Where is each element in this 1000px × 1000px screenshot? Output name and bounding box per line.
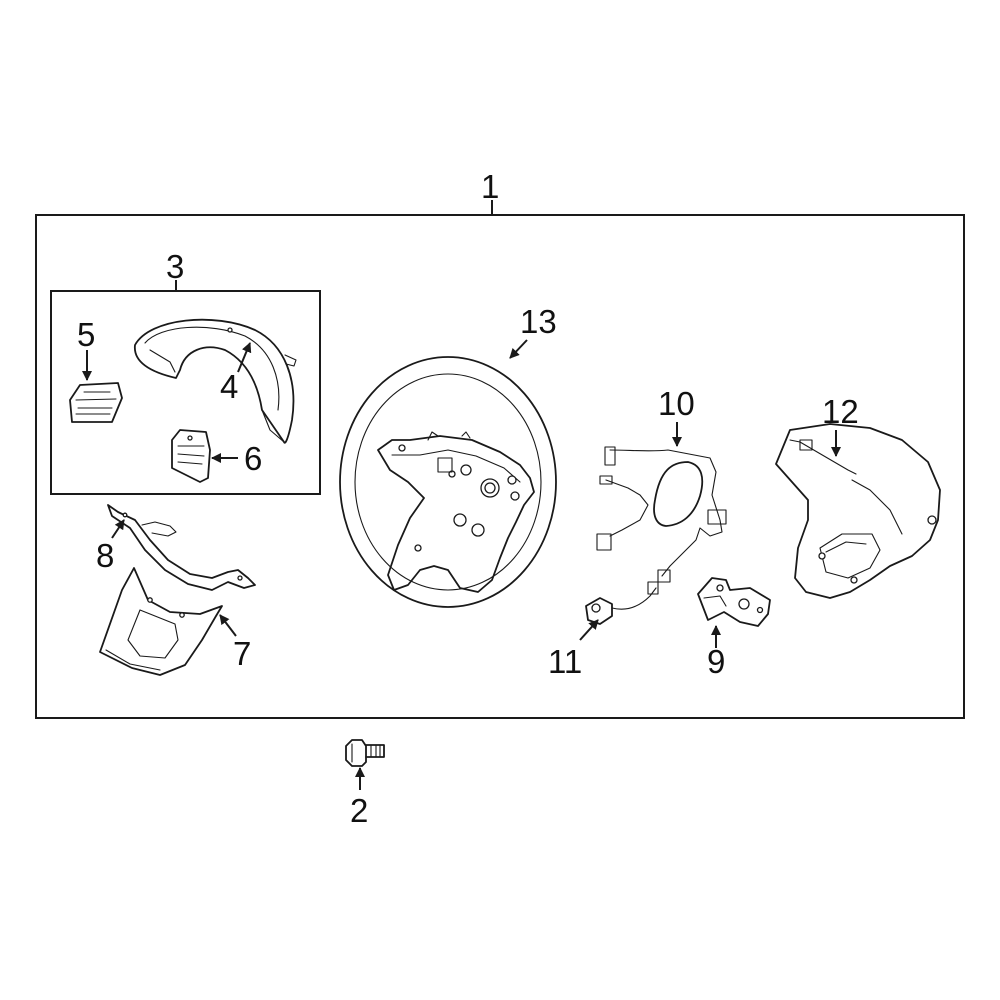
callout-6: 6 [244,440,262,477]
part-11-sensor [585,581,659,625]
callout-8: 8 [96,537,114,574]
switch-subassembly-frame [50,290,321,495]
callout-13: 13 [520,303,557,340]
part-8-lower-bracket [107,504,256,591]
callout-11: 11 [548,643,582,680]
part-7-lower-cover [99,567,223,676]
callout-7: 7 [233,635,251,672]
leader-4 [237,342,252,373]
leader-8 [111,519,125,539]
leader-7 [219,614,237,637]
callout-5: 5 [77,316,95,353]
callout-9: 9 [707,643,725,680]
part-2-bolt [345,739,385,767]
leader-11 [579,619,599,641]
part-12-rear-cover [775,423,941,599]
part-6-right-switch [171,429,211,483]
callout-10: 10 [658,385,695,422]
callout-1: 1 [481,168,499,205]
callout-4: 4 [220,368,238,405]
part-4-upper-cover [134,318,297,444]
assembly-frame [35,214,965,719]
callout-12: 12 [822,393,859,430]
leader-13 [509,339,528,359]
part-5-left-switch [69,382,123,423]
part-10-wiring-harness [596,446,727,583]
callout-3: 3 [166,248,184,285]
part-9-bracket [697,577,771,627]
callout-2: 2 [350,792,368,829]
part-13-steering-wheel [339,356,557,608]
